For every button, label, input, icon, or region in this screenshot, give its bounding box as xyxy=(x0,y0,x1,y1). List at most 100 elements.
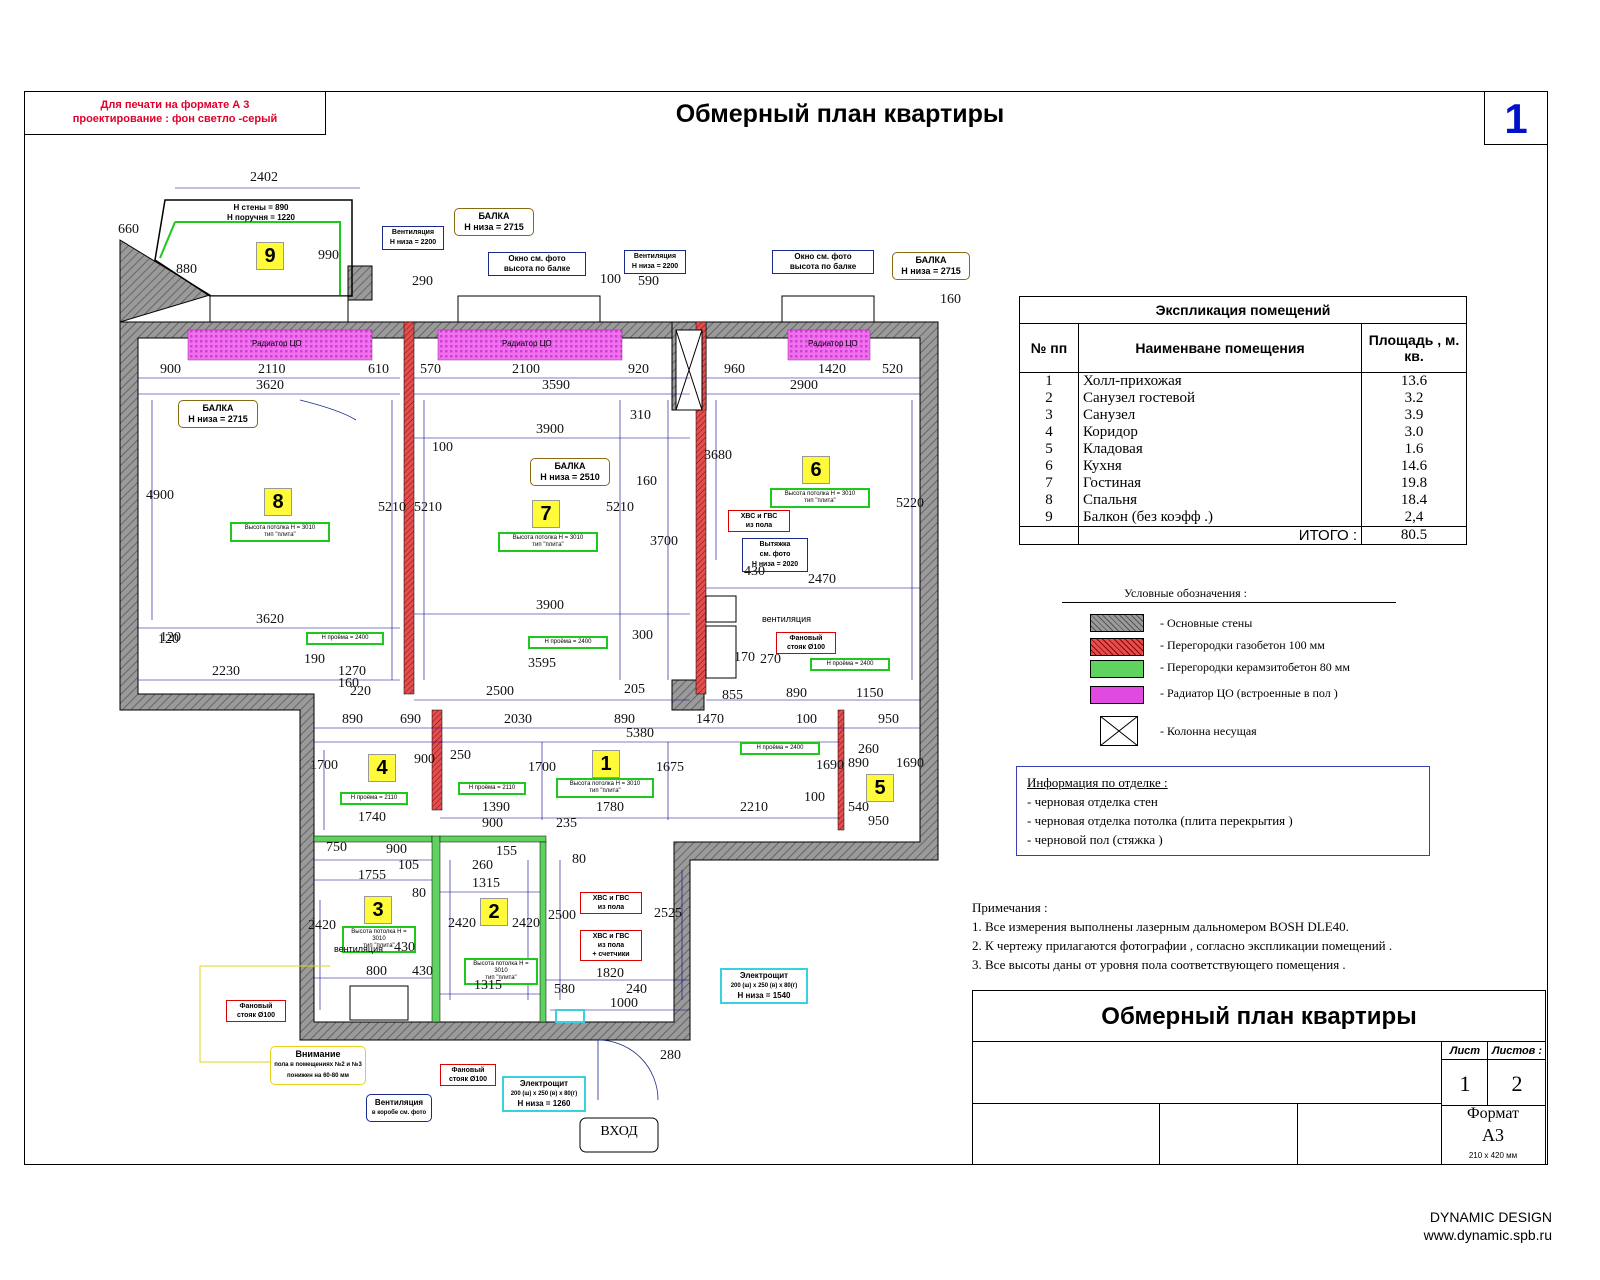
water-note-2: ХВС и ГВС из пола xyxy=(580,892,642,914)
dimension-label: 205 xyxy=(624,682,645,697)
legend-swatch-claydite xyxy=(1090,660,1144,678)
dimension-label: 5220 xyxy=(896,496,924,511)
dimension-label: 2470 xyxy=(808,572,836,587)
note-line: 3. Все высоты даны от уровня пола соотве… xyxy=(972,957,1346,972)
dimension-label: 2525 xyxy=(654,906,682,921)
dimension-label: 2420 xyxy=(308,918,336,933)
radiator-label-3: Радиатор ЦО xyxy=(808,339,858,348)
room-number-5: 5 xyxy=(866,774,894,802)
opening-note-1: Н проёма = 2400 xyxy=(306,632,384,645)
explication-row: 4 Коридор 3.0 xyxy=(1019,424,1467,441)
door-swings xyxy=(299,399,659,1101)
partitions-gas-concrete xyxy=(403,321,845,831)
electric-size: 200 (ш) х 250 (в) х 80(г) xyxy=(510,1091,578,1097)
dimension-label: 190 xyxy=(304,652,325,667)
beam-height: Н низа = 2715 xyxy=(901,266,961,276)
sewer-size: стояк Ø100 xyxy=(448,1076,488,1083)
dimension-label: 1700 xyxy=(528,760,556,775)
room-number-9: 9 xyxy=(256,242,284,270)
dimension-label: 240 xyxy=(626,982,647,997)
ceiling-height: Высота потолка Н = 3010 xyxy=(351,929,407,942)
format-label: Формат xyxy=(1466,1105,1520,1122)
water-from: из пола xyxy=(597,904,625,911)
dimension-label: 105 xyxy=(398,858,419,873)
row-area: 19.8 xyxy=(1361,475,1467,492)
balcony-heights: Н стены = 890 Н поручня = 1220 xyxy=(206,203,316,223)
row-area: 3.0 xyxy=(1361,424,1467,441)
title-block-line xyxy=(1441,1105,1545,1106)
dimension-label: 1150 xyxy=(856,686,884,701)
electric-height: Н низа = 1540 xyxy=(737,991,791,1000)
dimension-label: 900 xyxy=(160,362,181,377)
row-num: 5 xyxy=(1019,441,1079,458)
dimension-label: 1690 xyxy=(816,758,844,773)
title-block-line xyxy=(1441,1041,1442,1165)
ceiling-height: Высота потолка Н = 3010 xyxy=(473,961,529,974)
dimension-label: 3620 xyxy=(256,378,284,393)
dimension-label: 100 xyxy=(804,790,825,805)
dimension-label: 3590 xyxy=(542,378,570,393)
water-meter: + счетчики xyxy=(592,951,630,958)
dimension-label: 1420 xyxy=(818,362,846,377)
vent-box-photo: в коробе см. фото xyxy=(371,1110,427,1116)
beam-height: Н низа = 2715 xyxy=(188,414,248,424)
dimension-label: 1315 xyxy=(474,978,502,993)
finishing-info-line: - черновая отделка потолка (плита перекр… xyxy=(1027,813,1293,828)
row-num: 1 xyxy=(1019,372,1079,390)
dimension-label: 2100 xyxy=(512,362,540,377)
opening-note-3: Н проёма = 2400 xyxy=(810,658,890,671)
dimension-label: 3595 xyxy=(528,656,556,671)
title-block-line xyxy=(1159,1103,1160,1165)
sewer-size: стояк Ø100 xyxy=(786,644,826,651)
balcony-wall-height: Н стены = 890 xyxy=(233,203,289,212)
dimension-label: 270 xyxy=(760,652,781,667)
explication-row: 9 Балкон (без коэфф .) 2,4 xyxy=(1019,509,1467,527)
row-name: Холл-прихожая xyxy=(1078,372,1362,390)
note-line: 2. К чертежу прилагаются фотографии , со… xyxy=(972,938,1393,953)
notes: Примечания : 1. Все измерения выполнены … xyxy=(972,898,1392,974)
dimension-label: 890 xyxy=(614,712,635,727)
attention-title: Внимание xyxy=(295,1049,341,1059)
print-note-line2: проектирование : фон светло -серый xyxy=(72,113,278,125)
beam-label: БАЛКА xyxy=(478,211,510,221)
row-num: 3 xyxy=(1019,407,1079,424)
dimension-label: 160 xyxy=(940,292,961,307)
legend-swatch-gas-concrete xyxy=(1090,638,1144,656)
row-area: 14.6 xyxy=(1361,458,1467,475)
row-name: Балкон (без коэфф .) xyxy=(1078,509,1362,527)
dimension-label: 2420 xyxy=(448,916,476,931)
dimension-label: 120 xyxy=(158,632,179,647)
sheets-label: Листов : xyxy=(1491,1045,1543,1057)
row-num: 4 xyxy=(1019,424,1079,441)
dimension-label: 260 xyxy=(858,742,879,757)
dimension-label: 5210 xyxy=(606,500,634,515)
ceiling-type: тип "плита" xyxy=(532,542,564,548)
dimension-label: 170 xyxy=(734,650,755,665)
entrance-label: ВХОД xyxy=(600,1124,638,1139)
room-number-7: 7 xyxy=(532,500,560,528)
dimension-label: 1690 xyxy=(896,756,924,771)
dimension-label: 890 xyxy=(786,686,807,701)
row-area: 1.6 xyxy=(1361,441,1467,458)
finishing-info-title: Информация по отделке : xyxy=(1027,775,1168,790)
vent-label: Вентиляция xyxy=(391,229,435,236)
dimension-label: 290 xyxy=(412,274,433,289)
water-label: ХВС и ГВС xyxy=(592,895,630,902)
dimension-label: 1470 xyxy=(696,712,724,727)
dimension-label: 300 xyxy=(632,628,653,643)
beam-label: БАЛКА xyxy=(554,461,586,471)
dimension-label: 1780 xyxy=(596,800,624,815)
dimension-label: 520 xyxy=(882,362,903,377)
total-value: 80.5 xyxy=(1361,526,1467,545)
dimension-label: 890 xyxy=(342,712,363,727)
ceiling-height: Высота потолка Н = 3010 xyxy=(512,535,584,541)
